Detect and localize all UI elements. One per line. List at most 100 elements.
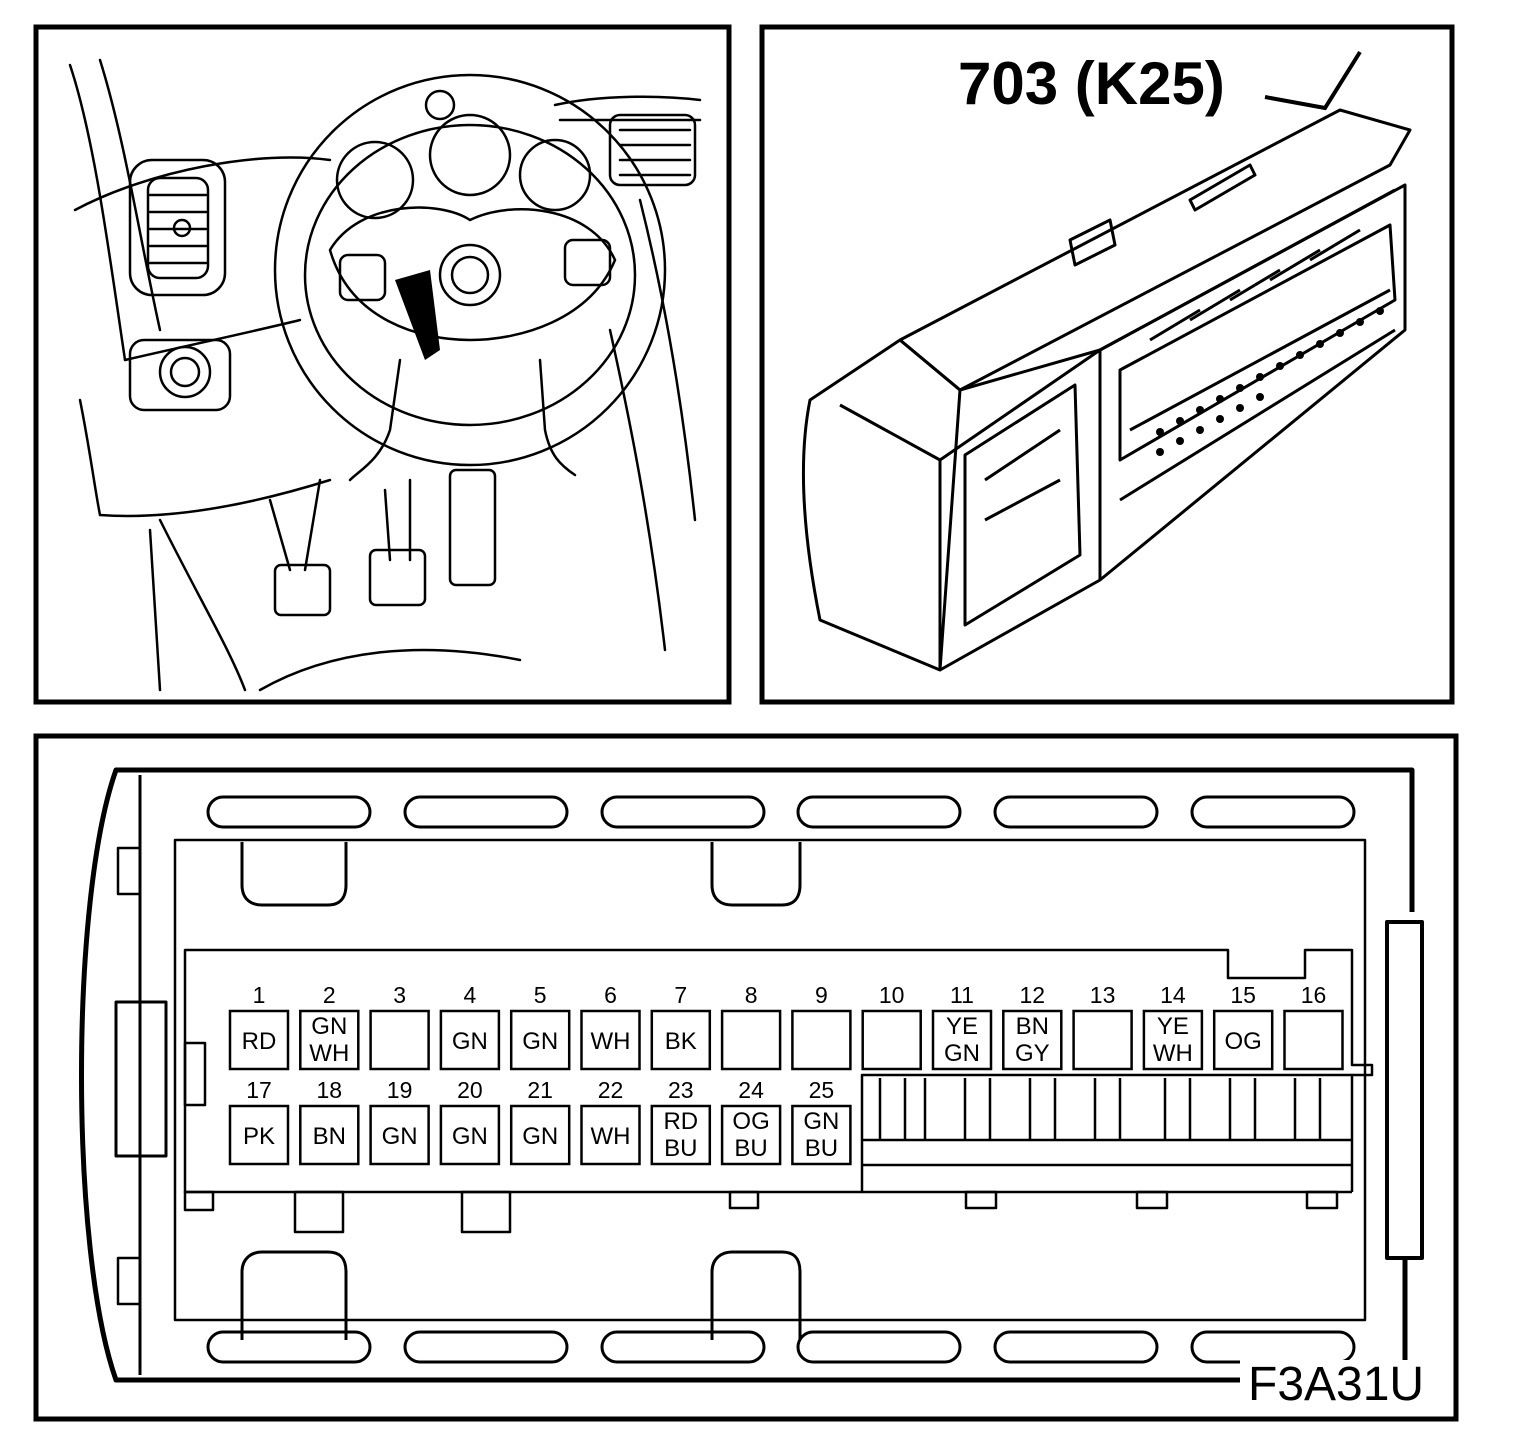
wire-color: BU bbox=[805, 1135, 838, 1162]
pin-number: 11 bbox=[950, 982, 974, 1008]
wire-color: GN bbox=[522, 1028, 558, 1055]
pin-number: 10 bbox=[879, 982, 905, 1008]
pin-number: 6 bbox=[604, 982, 617, 1008]
wire-color: RD bbox=[242, 1028, 277, 1055]
wire-color: BK bbox=[665, 1028, 697, 1055]
pin-number: 20 bbox=[457, 1077, 483, 1103]
pin-number: 13 bbox=[1090, 982, 1116, 1008]
pin-7: 7BK bbox=[650, 982, 712, 1071]
pin-cavity bbox=[791, 1104, 852, 1166]
pin-number: 18 bbox=[317, 1077, 343, 1103]
wire-color: WH bbox=[309, 1040, 349, 1067]
pin-4: 4GN bbox=[439, 982, 501, 1071]
pin-cavity bbox=[439, 1009, 501, 1071]
pin-cavity bbox=[369, 1104, 430, 1166]
pin-cavity bbox=[228, 1009, 290, 1071]
wire-color: GN bbox=[311, 1013, 347, 1040]
pin-cavity bbox=[720, 1009, 782, 1071]
pin-9: 9 bbox=[791, 982, 852, 1071]
wire-color: BN bbox=[1016, 1013, 1049, 1040]
pin-number: 23 bbox=[668, 1077, 694, 1103]
pin-number: 17 bbox=[246, 1077, 272, 1103]
figure-id: F3A31U bbox=[1248, 1358, 1424, 1411]
pin-10: 10 bbox=[861, 982, 922, 1071]
pin-number: 14 bbox=[1160, 982, 1186, 1008]
wire-color: YE bbox=[1157, 1013, 1189, 1040]
wire-color: BN bbox=[313, 1123, 346, 1150]
connector-housing-illustration bbox=[801, 108, 1412, 672]
pin-cavity bbox=[1283, 1009, 1344, 1071]
pin-cavity bbox=[1002, 1009, 1063, 1071]
label-leader-line bbox=[1264, 50, 1362, 111]
pin-number: 16 bbox=[1301, 982, 1327, 1008]
wire-color: GN bbox=[452, 1123, 488, 1150]
pin-number: 4 bbox=[464, 982, 477, 1008]
wire-color: WH bbox=[1153, 1040, 1193, 1067]
wire-color: GY bbox=[1015, 1040, 1050, 1067]
pin-cavity bbox=[439, 1104, 501, 1166]
wire-color: GN bbox=[803, 1108, 839, 1135]
connector-label: 703 (K25) bbox=[958, 50, 1225, 117]
pin-5: 5GN bbox=[509, 982, 571, 1071]
pin-cavity bbox=[1212, 1009, 1274, 1071]
wire-color: OG bbox=[1225, 1028, 1262, 1055]
pin-number: 15 bbox=[1230, 982, 1256, 1008]
wire-color: BU bbox=[664, 1135, 697, 1162]
pin-cavity bbox=[299, 1009, 360, 1071]
pin-cavity bbox=[580, 1009, 641, 1071]
wire-color: GN bbox=[944, 1040, 980, 1067]
pin-16: 16 bbox=[1283, 982, 1344, 1071]
pin-number: 9 bbox=[815, 982, 828, 1008]
pin-number: 3 bbox=[393, 982, 406, 1008]
wire-color: YE bbox=[946, 1013, 978, 1040]
wire-color: OG bbox=[732, 1108, 769, 1135]
wire-color: GN bbox=[452, 1028, 488, 1055]
pin-number: 12 bbox=[1020, 982, 1046, 1008]
pin-6: 6WH bbox=[580, 982, 641, 1071]
pin-cavity bbox=[861, 1009, 922, 1071]
pin-13: 13 bbox=[1072, 982, 1133, 1071]
pin-cavity bbox=[509, 1104, 571, 1166]
pin-1: 1RD bbox=[228, 982, 290, 1071]
pin-cavity bbox=[720, 1104, 782, 1166]
pin-3: 3 bbox=[369, 982, 430, 1071]
pin-cavity bbox=[1072, 1009, 1133, 1071]
pin-number: 21 bbox=[527, 1077, 553, 1103]
connector-face-outline bbox=[79, 767, 1424, 1383]
rib-lines bbox=[878, 1078, 1322, 1140]
pin-cavity bbox=[931, 1009, 993, 1071]
pin-number: 8 bbox=[745, 982, 758, 1008]
wire-color: RD bbox=[663, 1108, 698, 1135]
pin-8: 8 bbox=[720, 982, 782, 1071]
pin-cavity bbox=[1142, 1009, 1204, 1071]
pin-number: 5 bbox=[534, 982, 547, 1008]
pin-number: 1 bbox=[253, 982, 266, 1008]
wire-color: GN bbox=[522, 1123, 558, 1150]
pin-cavity bbox=[228, 1104, 290, 1166]
dashboard-illustration bbox=[68, 58, 702, 692]
wire-color: GN bbox=[382, 1123, 418, 1150]
wire-color: BU bbox=[734, 1135, 767, 1162]
pin-number: 7 bbox=[674, 982, 687, 1008]
pin-number: 19 bbox=[387, 1077, 413, 1103]
pin-number: 24 bbox=[738, 1077, 764, 1103]
wire-color: PK bbox=[243, 1123, 275, 1150]
wire-color: WH bbox=[591, 1123, 631, 1150]
pin-cavity bbox=[369, 1009, 430, 1071]
pin-number: 25 bbox=[809, 1077, 835, 1103]
